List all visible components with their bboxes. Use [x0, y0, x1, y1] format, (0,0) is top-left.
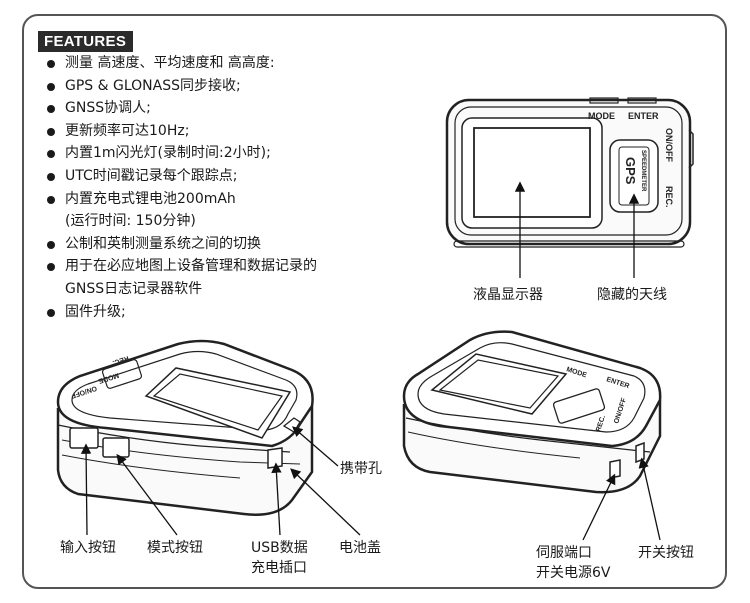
feature-item: 固件升级;: [44, 301, 317, 324]
power-button-callout: 开关按钮: [638, 545, 694, 561]
feature-item: UTC时间戳记录每个跟踪点;: [44, 165, 317, 188]
battery-cover-callout: 电池盖: [339, 540, 381, 556]
gps-logo: GPS: [623, 157, 638, 185]
rec-label: REC.: [595, 414, 607, 432]
mode-button-callout: 模式按钮: [147, 540, 203, 556]
enter-key-label: ENTER: [628, 111, 659, 121]
rec-label: REC.: [664, 186, 674, 208]
feature-item: GPS & GLONASS同步接收;: [44, 75, 317, 98]
device-right-view: [402, 330, 662, 494]
feature-subline: GNSS日志记录器软件: [65, 280, 203, 297]
device-front-view: [445, 97, 694, 248]
feature-item: 更新频率可达10Hz;: [44, 120, 317, 143]
feature-item: 公制和英制测量系统之间的切换: [44, 233, 317, 256]
device-front-text: MODE ENTER ON/OFF REC. GPS SPEEDMETER: [588, 111, 674, 208]
feature-item: 测量 高速度、平均速度和 高高度:: [44, 52, 317, 75]
lcd-callout: 液晶显示器: [473, 287, 543, 303]
servo-callout-line2: 开关电源6V: [536, 565, 611, 581]
antenna-callout: 隐藏的天线: [597, 287, 667, 303]
servo-port-callout: 伺服端口 开关电源6V: [536, 543, 610, 583]
features-panel-border: [22, 14, 727, 589]
usb-callout-line2: 充电插口: [251, 560, 307, 576]
feature-item: 内置1m闪光灯(录制时间:2小时);: [44, 142, 317, 165]
lanyard-hole-callout: 携带孔: [340, 461, 382, 477]
feature-item: GNSS协调人;: [44, 97, 317, 120]
onoff-label: ON/OFF: [664, 128, 674, 162]
servo-callout-line1: 伺服端口: [536, 545, 592, 561]
input-button-callout: 输入按钮: [60, 540, 116, 556]
usb-port-callout: USB数据 充电插口: [251, 538, 308, 578]
features-badge: FEATURES: [38, 31, 134, 52]
device-left-view: [56, 339, 314, 516]
feature-list: 测量 高速度、平均速度和 高高度: GPS & GLONASS同步接收; GNS…: [44, 52, 317, 323]
rec-label: REC.: [111, 354, 129, 366]
feature-item: 内置充电式锂电池200mAh(运行时间: 150分钟): [44, 188, 317, 233]
speedmeter-logo: SPEEDMETER: [640, 150, 646, 192]
mode-key-label: MODE: [588, 111, 615, 121]
usb-callout-line1: USB数据: [251, 540, 308, 556]
feature-subline: (运行时间: 150分钟): [65, 213, 196, 230]
